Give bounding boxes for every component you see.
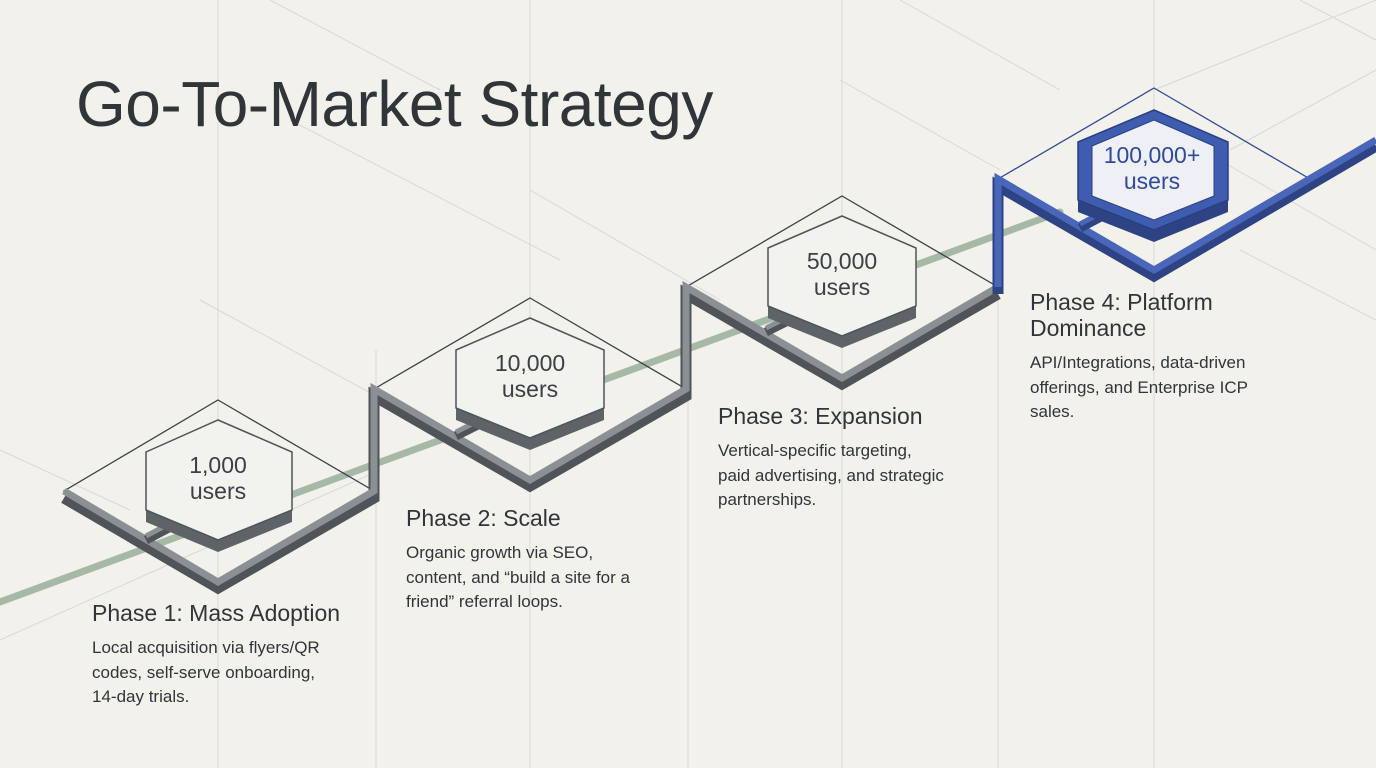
milestone-unit: users bbox=[814, 274, 870, 300]
milestone-number: 10,000 bbox=[495, 350, 565, 376]
description-line: Organic growth via SEO, bbox=[406, 543, 594, 562]
description-line: paid advertising, and strategic bbox=[718, 465, 944, 485]
phase-title-line: Phase 4: Platform bbox=[1030, 289, 1213, 315]
staircase-path bbox=[61, 280, 1001, 595]
milestone-number: 50,000 bbox=[807, 248, 877, 274]
phase-3-block: Phase 3: Expansion Vertical-specific tar… bbox=[718, 403, 1018, 513]
milestone-badge-3: 50,000 users bbox=[767, 215, 917, 348]
phase-title: Phase 1: Mass Adoption bbox=[92, 600, 341, 626]
phase-description: Organic growth via SEO, content, and “bu… bbox=[406, 541, 706, 615]
description-line: friend” referral loops. bbox=[406, 592, 563, 611]
description-line: sales. bbox=[1030, 402, 1075, 421]
accent-path bbox=[992, 136, 1376, 294]
phase-title-line: Dominance bbox=[1030, 315, 1147, 341]
phase-4-block: Phase 4: Platform Dominance API/Integrat… bbox=[1030, 289, 1330, 425]
description-line: 14-day trials. bbox=[92, 687, 190, 706]
milestone-unit: users bbox=[1124, 168, 1180, 194]
milestone-unit: users bbox=[190, 478, 246, 504]
phase-description: Vertical-specific targeting, paid advert… bbox=[718, 439, 1018, 513]
phase-description: API/Integrations, data-driven offerings,… bbox=[1030, 351, 1330, 425]
phase-2-block: Phase 2: Scale Organic growth via SEO, c… bbox=[406, 505, 706, 615]
description-line: Local acquisition via flyers/QR bbox=[92, 638, 320, 657]
phase-title: Phase 4: Platform Dominance bbox=[1030, 289, 1330, 341]
milestone-unit: users bbox=[502, 376, 558, 402]
milestone-number: 100,000+ bbox=[1104, 142, 1201, 168]
milestone-badge-2: 10,000 users bbox=[455, 317, 605, 450]
description-line: offerings, and Enterprise ICP bbox=[1030, 377, 1248, 397]
description-line: API/Integrations, data-driven bbox=[1030, 353, 1246, 372]
phase-description: Local acquisition via flyers/QR codes, s… bbox=[92, 636, 392, 710]
milestone-badge-4: 100,000+ users bbox=[1077, 109, 1229, 242]
description-line: codes, self-serve onboarding, bbox=[92, 662, 316, 682]
milestone-number: 1,000 bbox=[189, 452, 247, 478]
phase-title: Phase 2: Scale bbox=[406, 505, 561, 531]
phase-1-block: Phase 1: Mass Adoption Local acquisition… bbox=[92, 600, 392, 710]
description-line: content, and “build a site for a bbox=[406, 567, 630, 587]
description-line: Vertical-specific targeting, bbox=[718, 441, 912, 460]
description-line: partnerships. bbox=[718, 490, 817, 509]
milestone-badge-1: 1,000 users bbox=[145, 419, 293, 552]
phase-title: Phase 3: Expansion bbox=[718, 403, 923, 429]
page-title: Go-To-Market Strategy bbox=[76, 68, 713, 140]
